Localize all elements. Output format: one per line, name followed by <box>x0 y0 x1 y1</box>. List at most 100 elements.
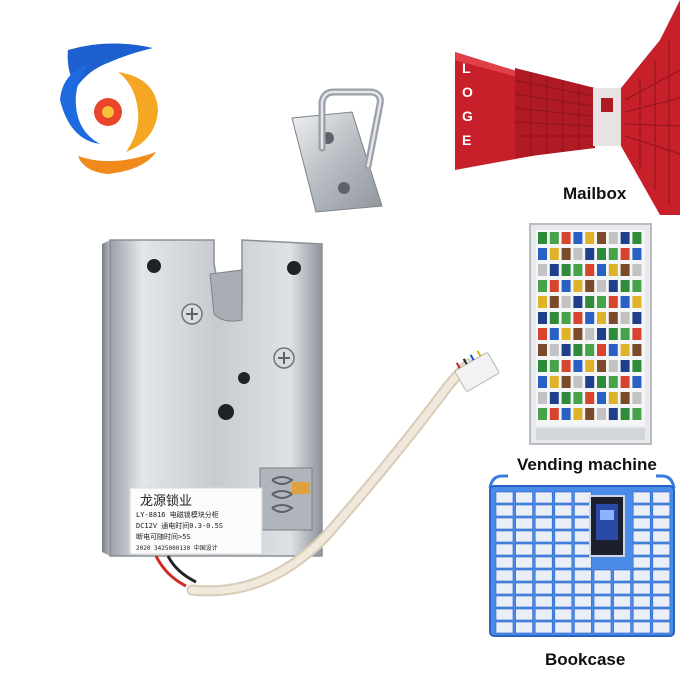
vending-slot <box>573 264 583 276</box>
vending-slot <box>573 280 583 292</box>
vending-slot <box>561 408 571 420</box>
vending-slot <box>597 248 606 260</box>
bookcase-locker <box>554 543 573 556</box>
bookcase-locker <box>515 530 533 543</box>
bookcase-locker <box>652 504 671 517</box>
bookcase-locker <box>593 595 612 608</box>
vending-slot <box>608 392 618 404</box>
vending-slot <box>573 344 583 356</box>
vending-slot <box>620 392 630 404</box>
vending-slot <box>573 232 583 244</box>
bookcase-locker <box>554 595 573 608</box>
vending-slot <box>538 408 547 420</box>
bookcase-caption: Bookcase <box>545 650 626 669</box>
vending-slot <box>632 328 642 340</box>
vending-slot <box>538 344 547 356</box>
vending-slot <box>585 360 595 372</box>
electronic-lock-image <box>102 239 500 597</box>
bookcase-locker <box>652 517 671 530</box>
vending-slot <box>597 296 606 308</box>
bookcase-locker <box>574 504 592 517</box>
bookcase-locker <box>534 504 553 517</box>
lock-label-line2: DC12V 通电时间0.3-0.5S <box>136 522 224 530</box>
vending-slot <box>538 360 547 372</box>
vending-slot <box>620 280 630 292</box>
vending-slot <box>632 376 642 388</box>
bookcase-locker <box>534 582 553 595</box>
bookcase-locker <box>534 517 553 530</box>
bookcase-locker <box>495 569 514 582</box>
vending-slot <box>573 408 583 420</box>
bookcase-locker <box>593 608 612 621</box>
bookcase-locker <box>554 491 573 504</box>
bookcase-locker <box>632 569 651 582</box>
vending-slot <box>608 312 618 324</box>
vending-slot <box>608 344 618 356</box>
vending-slot <box>632 344 642 356</box>
vending-slot <box>632 312 642 324</box>
strike-plate-image <box>291 88 384 213</box>
vending-slot <box>549 392 559 404</box>
bookcase-locker <box>574 491 592 504</box>
vending-slot <box>585 344 595 356</box>
bookcase-locker <box>574 608 592 621</box>
bookcase-locker <box>534 595 553 608</box>
bookcase-locker <box>554 530 573 543</box>
vending-slot <box>538 312 547 324</box>
vending-slot <box>561 344 571 356</box>
bookcase-locker <box>495 621 514 634</box>
vending-slot <box>549 264 559 276</box>
bookcase-locker <box>632 504 651 517</box>
bookcase-locker <box>554 582 573 595</box>
vending-slot <box>632 264 642 276</box>
vending-slot <box>620 408 630 420</box>
bookcase-locker <box>534 530 553 543</box>
bookcase-locker <box>554 608 573 621</box>
bookcase-locker <box>652 556 671 569</box>
bookcase-locker <box>495 595 514 608</box>
lock-label-line3: 断电可随时间>5S <box>136 533 191 541</box>
vending-slot <box>561 392 571 404</box>
bookcase-locker <box>534 569 553 582</box>
bookcase-locker <box>515 569 533 582</box>
vending-slot <box>632 280 642 292</box>
vending-slot <box>538 280 547 292</box>
vending-slot <box>585 248 595 260</box>
vending-slot <box>561 312 571 324</box>
bookcase-locker <box>574 582 592 595</box>
vending-slot <box>597 376 606 388</box>
bookcase-locker <box>593 621 612 634</box>
vending-slot <box>573 312 583 324</box>
vending-slot <box>620 312 630 324</box>
bookcase-locker <box>652 608 671 621</box>
vending-slot <box>620 232 630 244</box>
logo-swoosh-top <box>67 43 153 88</box>
bookcase-locker <box>495 543 514 556</box>
vending-slot <box>608 280 618 292</box>
bookcase-locker <box>574 556 592 569</box>
bookcase-locker <box>495 491 514 504</box>
bookcase-locker <box>613 608 631 621</box>
bookcase-locker <box>554 517 573 530</box>
bookcase-locker <box>652 595 671 608</box>
bookcase-locker <box>515 582 533 595</box>
vending-slot <box>620 264 630 276</box>
vending-slot <box>620 328 630 340</box>
vending-slot <box>585 296 595 308</box>
vending-slot <box>632 408 642 420</box>
vending-slot <box>561 296 571 308</box>
vending-slot <box>585 312 595 324</box>
bookcase-locker <box>613 595 631 608</box>
vending-slot <box>620 296 630 308</box>
vending-slot <box>608 376 618 388</box>
bookcase-locker <box>495 608 514 621</box>
vending-slot <box>632 392 642 404</box>
vending-slot <box>597 328 606 340</box>
mailbox-letter: E <box>462 132 472 148</box>
vending-slot <box>597 344 606 356</box>
mailbox-caption: Mailbox <box>563 184 627 203</box>
bookcase-locker <box>652 569 671 582</box>
vending-slot <box>620 248 630 260</box>
vending-slot <box>585 264 595 276</box>
bookcase-locker <box>495 517 514 530</box>
